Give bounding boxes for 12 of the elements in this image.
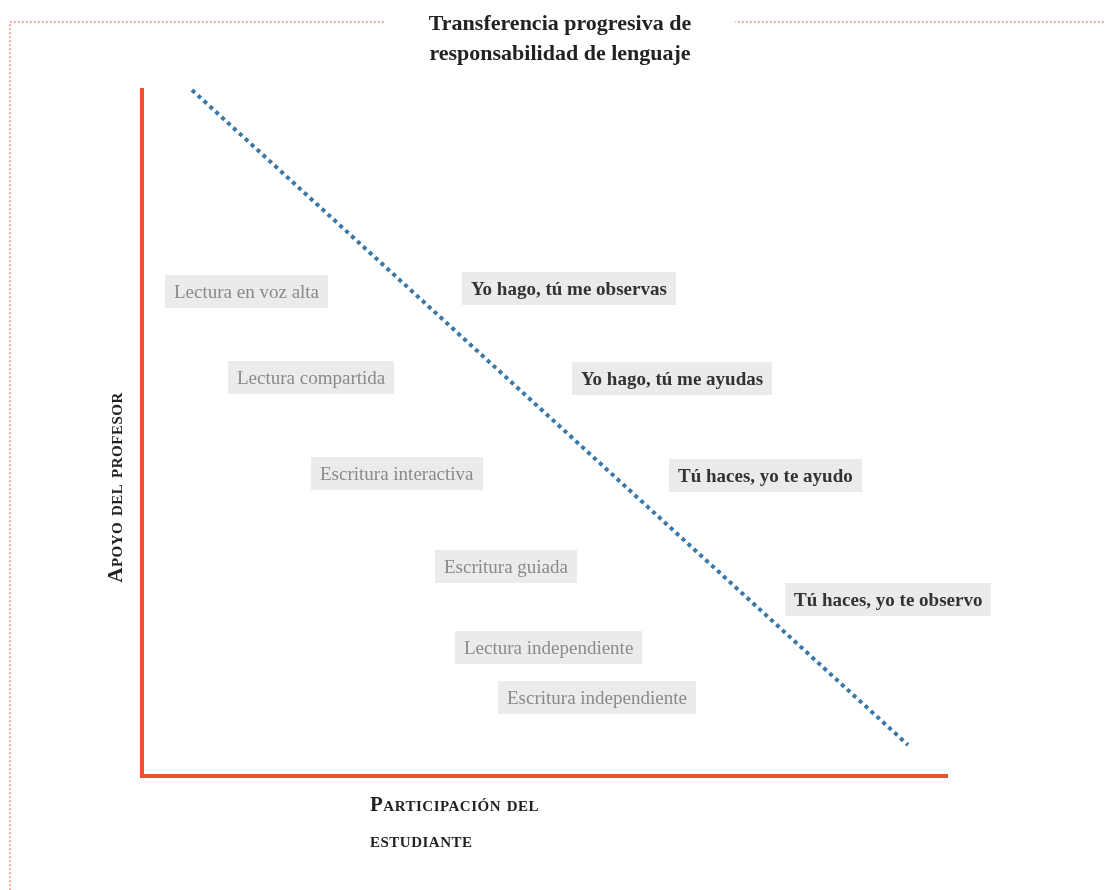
phase-label: Yo hago, tú me ayudas (572, 362, 773, 395)
activity-label: Lectura independiente (455, 631, 643, 664)
axis-title: Apoyo del profesor (102, 391, 128, 585)
activity-label: Escritura guiada (435, 550, 577, 583)
phase-label: Tú haces, yo te observo (785, 583, 992, 616)
activity-label: Lectura en voz alta (165, 275, 329, 308)
activity-label: Escritura independiente (498, 681, 696, 714)
activity-label: Lectura compartida (228, 361, 395, 394)
phase-label: Yo hago, tú me observas (462, 272, 676, 305)
axis-title: Participación del estudiante (370, 791, 541, 854)
phase-label: Tú haces, yo te ayudo (669, 459, 862, 492)
activity-label: Escritura interactiva (311, 457, 483, 490)
